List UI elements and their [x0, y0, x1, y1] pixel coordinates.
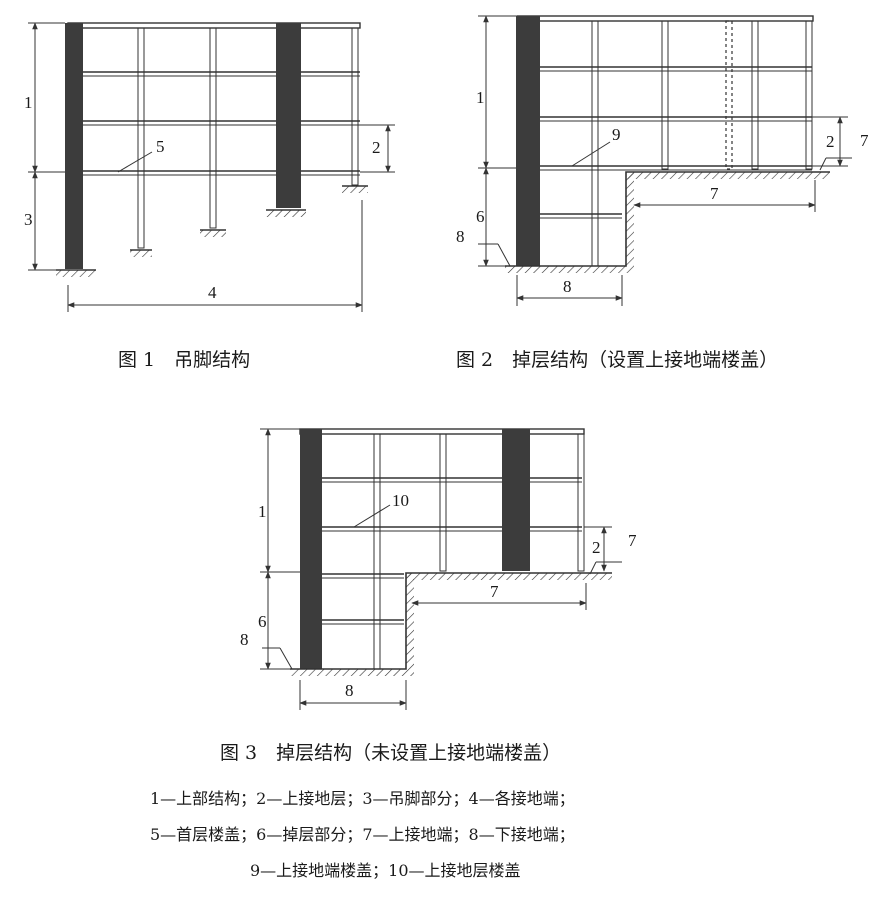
legend-line-3: 9—上接地端楼盖；10—上接地层楼盖 [250, 861, 521, 880]
legend: 1—上部结构；2—上接地层；3—吊脚部分；4—各接地端； 5—首层楼盖；6—掉层… [150, 789, 575, 880]
fig3-label-6: 6 [258, 612, 267, 631]
fig2-label-7: 7 [710, 184, 719, 203]
fig1-label-5: 5 [156, 137, 165, 156]
grounded-column-right [276, 23, 301, 208]
fig2-label-1: 1 [476, 88, 485, 107]
fig3-label-8-marker: 8 [240, 630, 249, 649]
fig2-label-8-marker: 8 [456, 227, 465, 246]
fig2-label-9: 9 [612, 125, 621, 144]
legend-line-1: 1—上部结构；2—上接地层；3—吊脚部分；4—各接地端； [150, 789, 575, 808]
figure-3-caption: 图 3 掉层结构（未设置上接地端楼盖） [220, 742, 561, 764]
grounded-column [516, 16, 540, 266]
fig2-label-7-end: 7 [860, 131, 869, 150]
fig3-label-10: 10 [392, 491, 409, 510]
fig1-label-2: 2 [372, 138, 381, 157]
fig3-label-8: 8 [345, 681, 354, 700]
fig2-label-6: 6 [476, 207, 485, 226]
figure-3-dropped-floor-without-slab: 1 6 8 8 7 2 7 10 [240, 428, 637, 710]
figure-2-caption: 图 2 掉层结构（设置上接地端楼盖） [456, 349, 778, 371]
fig3-label-2: 2 [592, 538, 601, 557]
fig2-label-8: 8 [563, 277, 572, 296]
fig3-label-1: 1 [258, 502, 267, 521]
grounded-column-upper [502, 429, 530, 571]
grounded-column-left [65, 23, 83, 269]
fig1-label-3: 3 [24, 210, 33, 229]
figure-1-caption: 图 1 吊脚结构 [118, 349, 250, 371]
figure-1-stilt-structure: 1 3 4 5 2 [24, 22, 395, 312]
fig3-label-7-end: 7 [628, 531, 637, 550]
legend-line-2: 5—首层楼盖；6—掉层部分；7—上接地端；8—下接地端； [150, 825, 575, 844]
fig1-label-1: 1 [24, 93, 33, 112]
fig1-label-4: 4 [208, 283, 217, 302]
fig3-label-7: 7 [490, 582, 499, 601]
fig2-label-2: 2 [826, 132, 835, 151]
grounded-column-left [300, 429, 322, 669]
figure-2-dropped-floor-with-slab: 1 6 8 8 7 2 7 9 [456, 15, 869, 306]
